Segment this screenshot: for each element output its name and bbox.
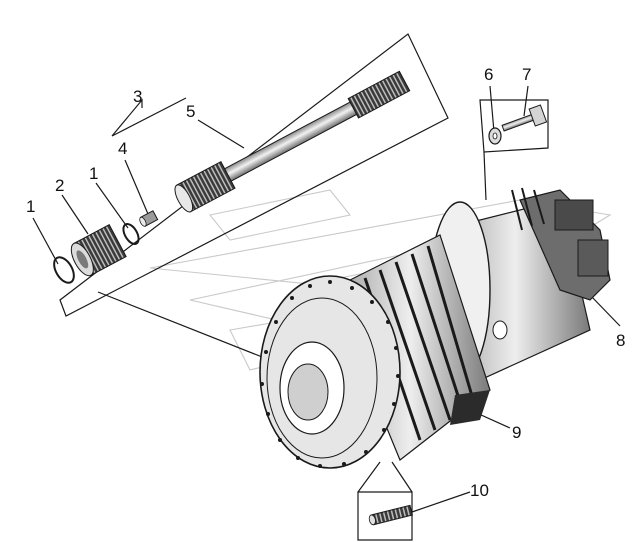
callout-4: 4 (118, 139, 128, 158)
small-plug (139, 210, 159, 227)
callout-9: 9 (512, 423, 522, 442)
flange-bolt-holes (260, 280, 400, 468)
callout-8: 8 (616, 331, 626, 350)
drive-shaft (174, 70, 411, 213)
shaft-group-bracket (59, 33, 449, 317)
callout-3: 3 (133, 87, 143, 106)
washer (488, 127, 502, 145)
o-ring-right (122, 223, 140, 245)
callout-6: 6 (484, 65, 494, 84)
o-ring-left (53, 256, 75, 284)
bolt (501, 104, 548, 132)
callout-2: 2 (55, 176, 65, 195)
hydraulic-motor (511, 187, 611, 301)
leader-lines (32, 85, 621, 513)
stud (368, 504, 413, 526)
callout-1-right: 1 (89, 164, 99, 183)
callout-7: 7 (522, 65, 532, 84)
callout-5: 5 (186, 102, 196, 121)
callout-1-left: 1 (26, 197, 36, 216)
bolt-bracket (479, 99, 549, 153)
splined-coupling (70, 224, 127, 277)
stud-bracket (357, 491, 413, 541)
callout-10: 10 (470, 481, 489, 500)
